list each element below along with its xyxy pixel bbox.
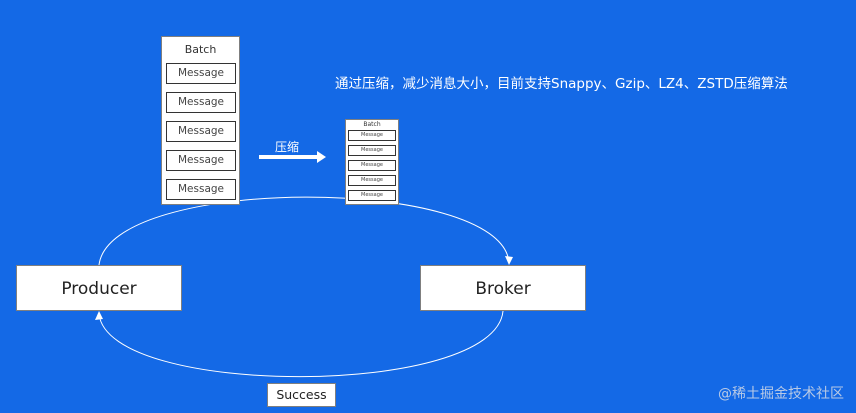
message-item: Message: [166, 92, 236, 113]
compress-arrow: [259, 151, 326, 163]
compressed-message-item: Message: [348, 175, 396, 186]
compression-description: 通过压缩，减少消息大小，目前支持Snappy、Gzip、LZ4、ZSTD压缩算法: [335, 76, 788, 92]
ack-arc: [98, 310, 504, 378]
broker-node: Broker: [420, 265, 586, 311]
success-label: Success: [267, 383, 336, 407]
compressed-message-item: Message: [348, 145, 396, 156]
compressed-message-item: Message: [348, 190, 396, 201]
send-arc: [98, 196, 510, 266]
ack-arc-arrowhead: [95, 311, 103, 320]
message-item: Message: [166, 150, 236, 171]
batch-title: Batch: [184, 43, 217, 56]
compressed-message-item: Message: [348, 130, 396, 141]
compressed-batch-box: Batch Message Message Message Message Me…: [345, 119, 399, 205]
compress-label: 压缩: [275, 140, 300, 154]
send-arc-arrowhead: [505, 256, 513, 265]
producer-node: Producer: [16, 265, 182, 311]
message-item: Message: [166, 179, 236, 200]
message-item: Message: [166, 63, 236, 84]
watermark: @稀土掘金技术社区: [718, 386, 844, 402]
compressed-message-item: Message: [348, 160, 396, 171]
compressed-batch-title: Batch: [363, 121, 381, 128]
message-item: Message: [166, 121, 236, 142]
batch-box: Batch Message Message Message Message Me…: [161, 36, 240, 205]
